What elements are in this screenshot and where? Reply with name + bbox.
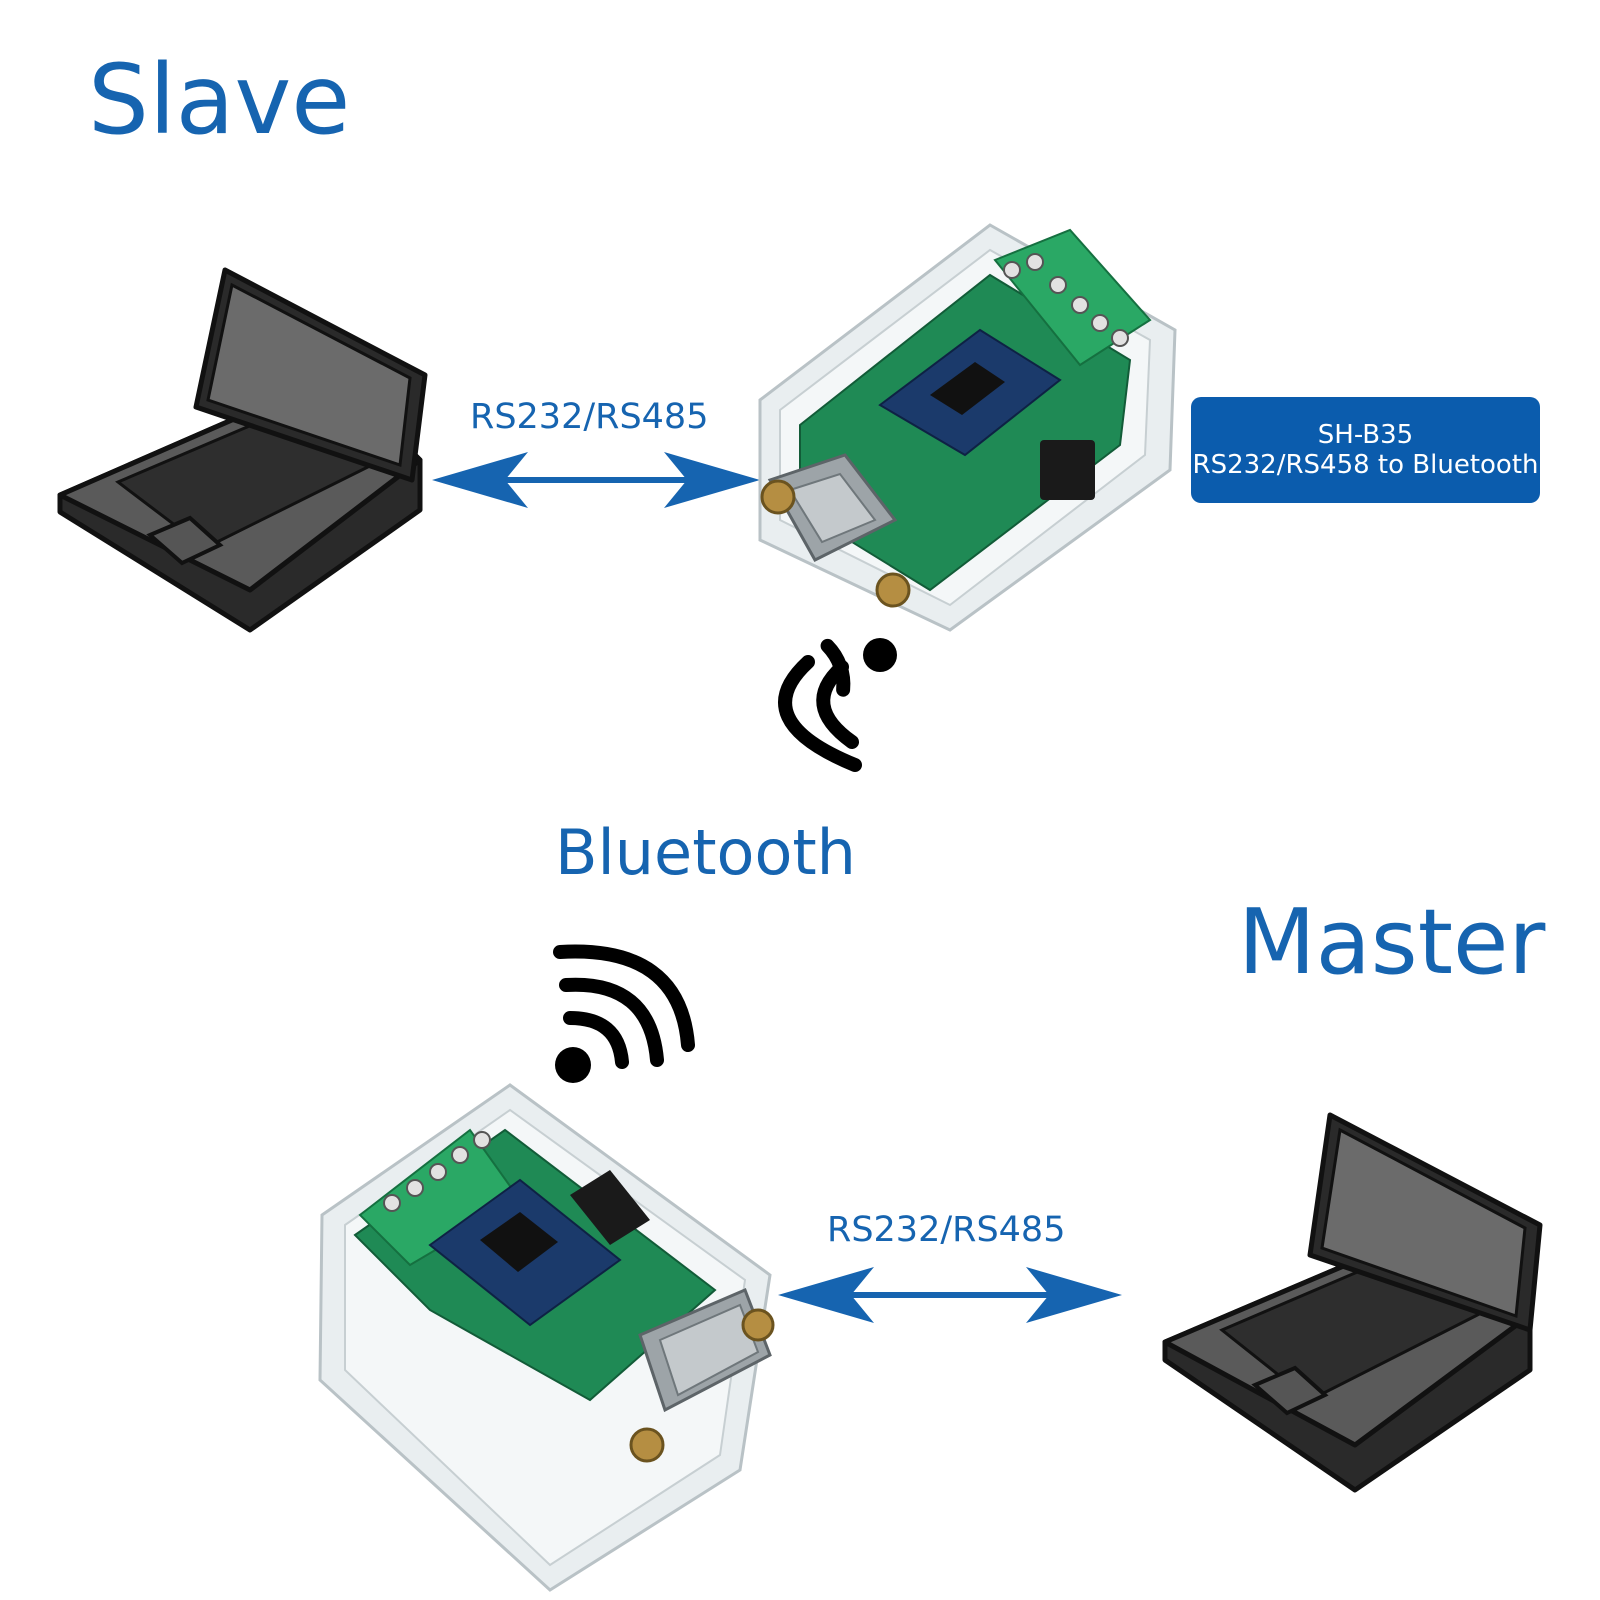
product-badge: SH-B35 RS232/RS458 to Bluetooth (1191, 397, 1540, 503)
master-link-label: RS232/RS485 (827, 1210, 1066, 1250)
bluetooth-label: Bluetooth (555, 816, 856, 889)
product-description: RS232/RS458 to Bluetooth (1192, 450, 1539, 480)
slave-heading: Slave (88, 44, 351, 156)
slave-link-label: RS232/RS485 (470, 397, 709, 437)
product-model: SH-B35 (1317, 420, 1414, 450)
master-heading: Master (1238, 890, 1546, 995)
